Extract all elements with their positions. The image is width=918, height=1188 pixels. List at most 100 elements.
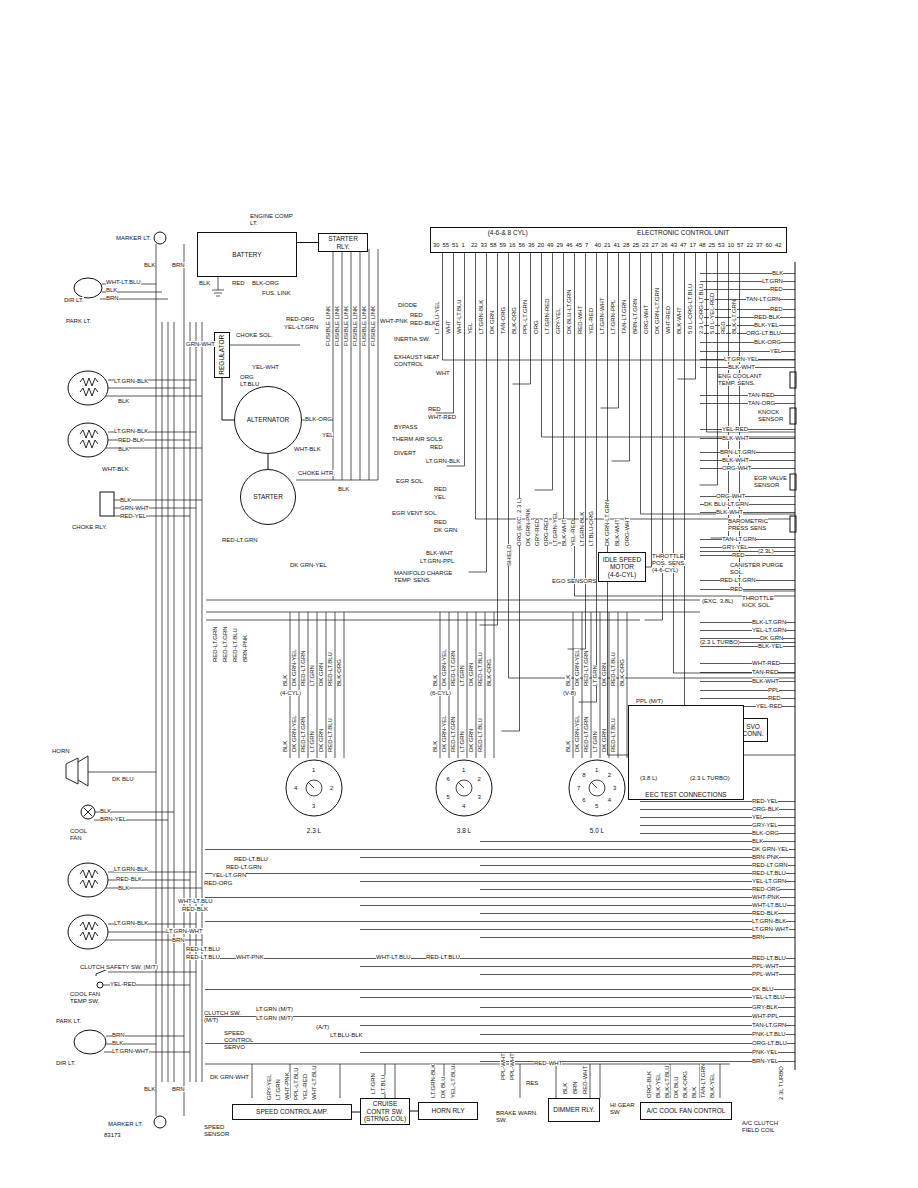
label-anchor: RED-LT.BLU bbox=[752, 955, 786, 962]
wire-label: RED-LT.BLU bbox=[186, 946, 220, 952]
label-anchor: RED-LT.BLU bbox=[186, 954, 220, 961]
wire-label: 8 bbox=[582, 772, 585, 778]
label-anchor: GRY-YEL bbox=[752, 822, 778, 829]
label-anchor: DK GRN bbox=[468, 729, 475, 752]
label-anchor: RED-LT.GRN bbox=[583, 650, 590, 686]
label-anchor: SPEED SENSOR bbox=[204, 1124, 234, 1138]
wire-label: 43 bbox=[671, 242, 678, 248]
label-anchor: LT.GRN-BLK bbox=[579, 512, 586, 546]
wire-label: LT.GRN-WHT bbox=[166, 928, 203, 934]
label-anchor: WHT-PPL bbox=[752, 1013, 779, 1020]
label-anchor: 41 bbox=[614, 242, 621, 249]
component-box: REGULATOR bbox=[214, 332, 230, 378]
wire-label: WHT-RED bbox=[752, 660, 780, 666]
wire-label: LT.GRN-BLK bbox=[114, 920, 148, 926]
label-anchor: LT.GRN bbox=[309, 731, 316, 752]
label-anchor: MARKER LT. bbox=[116, 235, 151, 242]
wire-label: RED-LT.BLU bbox=[477, 718, 483, 752]
label-anchor: RED-BLK bbox=[752, 910, 778, 917]
wire-label: 1 bbox=[312, 767, 315, 773]
rotor-outline bbox=[306, 780, 322, 796]
label-anchor: 27 bbox=[652, 242, 659, 249]
component-box: A/C COOL FAN CONTROL bbox=[640, 1102, 732, 1120]
label-anchor: BLK-ORG bbox=[619, 659, 626, 686]
relay-symbol bbox=[100, 492, 114, 516]
label-anchor: 60 bbox=[766, 242, 773, 249]
label-anchor: DK GRN bbox=[489, 311, 496, 334]
wire-label: TAN-ORG bbox=[748, 400, 775, 406]
wire-label: DK GRN-LT.GRN bbox=[654, 288, 660, 334]
label-anchor: BRN bbox=[752, 934, 765, 941]
wire-label: 1 bbox=[595, 767, 598, 773]
wire-label: DK BLU-LT.GRN bbox=[566, 289, 572, 334]
connector-line bbox=[352, 1112, 360, 1113]
wire-line bbox=[205, 1016, 795, 1017]
label-anchor: WHT-PNK bbox=[284, 1072, 291, 1100]
wire-line bbox=[618, 253, 619, 408]
wire-label: PPL-LT.GRN bbox=[522, 300, 528, 334]
wire-label: 28 bbox=[623, 242, 630, 248]
wire-label: ORG-WHT bbox=[722, 465, 751, 471]
wire-line bbox=[106, 396, 202, 397]
wire-line bbox=[480, 889, 795, 890]
wire-line bbox=[480, 913, 795, 914]
wire-line bbox=[497, 253, 498, 625]
wire-label: 10 bbox=[728, 242, 735, 248]
wire-line bbox=[700, 555, 795, 556]
label-anchor: RED-LT.BLU bbox=[327, 718, 334, 752]
label-anchor: GRY-YEL bbox=[555, 308, 562, 334]
label-anchor: ORG bbox=[240, 374, 254, 381]
label-anchor: FUSIBLE LINK bbox=[343, 306, 350, 346]
wire-label: RED-LT.BLU bbox=[234, 856, 268, 862]
circle-outline bbox=[241, 470, 296, 525]
label-anchor: BLK-WHT bbox=[426, 550, 453, 557]
wire-label: (2.3 L TURBO) bbox=[690, 775, 730, 781]
wire-line bbox=[342, 249, 343, 480]
label-anchor: RED-LT.GRN bbox=[450, 650, 457, 686]
label-anchor: 8 bbox=[582, 772, 585, 779]
wire-label: WHT-PPL bbox=[752, 1013, 779, 1019]
label-anchor: WHT-RED bbox=[752, 660, 780, 667]
wire-label: GRN-WHT bbox=[186, 341, 215, 347]
wire-line bbox=[190, 322, 191, 1082]
label-anchor: WHT-PNK bbox=[380, 318, 408, 325]
label-anchor: RED bbox=[410, 312, 423, 319]
node-text: STARTER bbox=[253, 493, 283, 501]
label-anchor: DK BLU bbox=[752, 986, 774, 993]
label-anchor: BLK bbox=[100, 808, 111, 815]
wire-connector bbox=[297, 242, 318, 243]
label-anchor: TAN-LT.GRN bbox=[621, 300, 628, 334]
wire-label: 17 bbox=[690, 242, 697, 248]
wire-label: BLK bbox=[752, 838, 763, 844]
wire-label: RED-LT.BLU bbox=[477, 652, 483, 686]
connector-line bbox=[297, 242, 318, 243]
wire-label: 29 bbox=[557, 242, 564, 248]
wire-label: DIR LT. bbox=[64, 297, 84, 303]
label-anchor: BLK bbox=[199, 280, 210, 287]
label-anchor: ORG-BLK bbox=[752, 806, 779, 813]
wire-label: COOL FAN bbox=[70, 828, 87, 841]
wire-label: BRN-PNK bbox=[752, 854, 779, 860]
label-anchor: EGR VALVE SENSOR bbox=[754, 475, 790, 489]
rotor-arm bbox=[458, 782, 464, 788]
wire-label: DIODE bbox=[398, 302, 417, 308]
label-anchor: 43 bbox=[671, 242, 678, 249]
label-anchor: 6 bbox=[446, 776, 449, 783]
label-anchor: TAN-LT.GRN bbox=[700, 1064, 707, 1098]
wire-label: 33 bbox=[481, 242, 488, 248]
wire-label: BLK bbox=[691, 1087, 697, 1098]
wire-label: DK GRN-YEL bbox=[441, 649, 447, 686]
label-anchor: YEL-RED bbox=[570, 520, 577, 546]
label-anchor: 16 bbox=[509, 242, 516, 249]
wire-label: 51 bbox=[452, 242, 459, 248]
wire-label: RED-LT.BLU bbox=[186, 954, 220, 960]
label-anchor: RED-LT.GRN bbox=[222, 626, 229, 662]
wire-connector bbox=[268, 454, 269, 469]
wire-label: DK BLU bbox=[752, 986, 774, 992]
label-anchor: (2.3 L TURBO) bbox=[690, 775, 730, 782]
label-anchor: YEL-LT.GRN bbox=[212, 872, 246, 879]
fan-symbol bbox=[84, 808, 92, 816]
label-anchor: RED bbox=[434, 519, 447, 526]
wire-label: BLK-ORG bbox=[336, 659, 342, 686]
wire-label: LT.GRN-BLK bbox=[478, 300, 484, 334]
